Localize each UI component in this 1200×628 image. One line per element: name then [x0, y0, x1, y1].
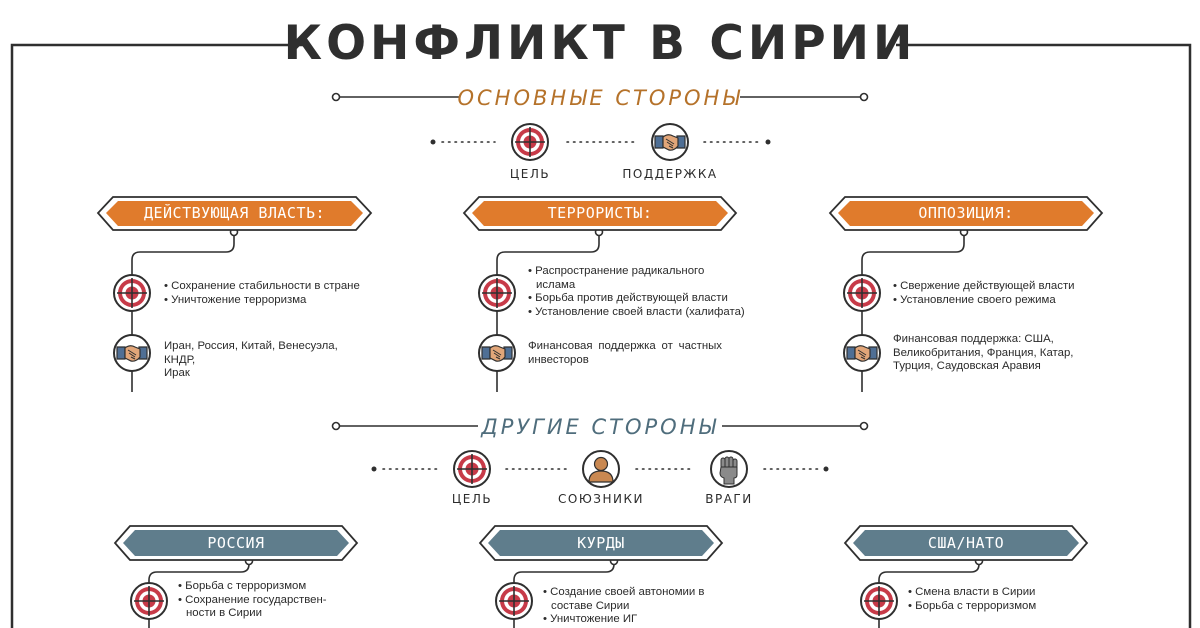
fist-icon	[709, 449, 749, 489]
goals-list-government: • Сохранение стабильности в стране • Уни…	[164, 280, 360, 307]
legend-goal-label: ЦЕЛЬ	[509, 167, 551, 181]
target-icon	[129, 581, 169, 621]
target-icon	[112, 273, 152, 313]
list-item: • Борьба с терроризмом	[908, 599, 1037, 612]
list-item: • Борьба с терроризмом	[178, 580, 307, 592]
list-item: ности в Сирии	[186, 607, 262, 619]
list-item: • Сохранение стабильности в стране	[164, 280, 360, 292]
banner-other-2	[478, 525, 724, 561]
support-text-opposition: Финансовая поддержка: США, Великобритани…	[893, 333, 1074, 372]
banner-main-1	[96, 196, 373, 231]
goals-list-russia: • Борьба с терроризмом • Сохранение госу…	[178, 580, 327, 621]
target-icon	[842, 273, 882, 313]
other-sides-title: ДРУГИЕ СТОРОНЫ	[481, 415, 719, 439]
list-item: • Создание своей автономии в	[543, 586, 705, 598]
list-item: составе Сирии	[551, 599, 630, 612]
banner-main-2	[462, 196, 738, 231]
person-icon	[581, 449, 621, 489]
target-icon	[494, 581, 534, 621]
list-item: • Смена власти в Сирии	[908, 586, 1036, 598]
page-title: КОНФЛИКТ В СИРИИ	[283, 16, 917, 71]
party-name-russia: РОССИЯ	[207, 534, 265, 552]
party-name-government: ДЕЙСТВУЮЩАЯ ВЛАСТЬ:	[143, 204, 326, 222]
banner-main-3	[828, 196, 1104, 231]
party-name-kurds: КУРДЫ	[577, 534, 625, 552]
target-icon	[452, 449, 492, 489]
list-item: • Борьба против действующей власти	[528, 292, 728, 304]
list-item: ислама	[536, 278, 576, 291]
goals-list-usa-nato: • Смена власти в Сирии • Борьба с террор…	[908, 586, 1036, 613]
other-sides-divider	[331, 421, 869, 431]
legend-support-label: ПОДДЕРЖКА	[622, 167, 718, 181]
support-text-government: Иран, Россия, Китай, Венесуэла, КНДР, Ир…	[164, 340, 338, 379]
list-item: • Установление своей власти (халифата)	[528, 305, 745, 318]
goals-list-kurds: • Создание своей автономии в составе Сир…	[543, 586, 704, 627]
list-item: • Уничтожение терроризма	[164, 293, 307, 306]
list-item: • Установление своего режима	[893, 293, 1056, 306]
target-icon	[477, 273, 517, 313]
handshake-icon	[650, 122, 690, 162]
target-icon	[510, 122, 550, 162]
banner-other-1	[113, 525, 359, 561]
party-name-opposition: ОППОЗИЦИЯ:	[918, 204, 1014, 222]
support-text-terrorists: Финансовая поддержка от частных инвестор…	[528, 340, 722, 366]
main-sides-title: ОСНОВНЫЕ СТОРОНЫ	[457, 86, 743, 110]
party-name-usa-nato: США/НАТО	[927, 534, 1005, 552]
goals-list-terrorists: • Распространение радикального ислама • …	[528, 265, 745, 319]
list-item: • Уничтожение ИГ	[543, 613, 638, 625]
target-icon	[859, 581, 899, 621]
legend-enemies-label: ВРАГИ	[705, 492, 753, 506]
legend-goal-label: ЦЕЛЬ	[451, 492, 493, 506]
handshake-icon	[112, 333, 152, 373]
list-item: • Распространение радикального	[528, 265, 705, 277]
handshake-icon	[477, 333, 517, 373]
list-item: • Свержение действующей власти	[893, 280, 1075, 292]
goals-list-opposition: • Свержение действующей власти • Установ…	[893, 280, 1075, 307]
banner-other-3	[843, 525, 1089, 561]
main-sides-divider	[331, 92, 869, 102]
list-item: • Сохранение государствен-	[178, 593, 327, 606]
legend-allies-label: СОЮЗНИКИ	[558, 492, 644, 506]
handshake-icon	[842, 333, 882, 373]
party-name-terrorists: ТЕРРОРИСТЫ:	[547, 204, 653, 222]
